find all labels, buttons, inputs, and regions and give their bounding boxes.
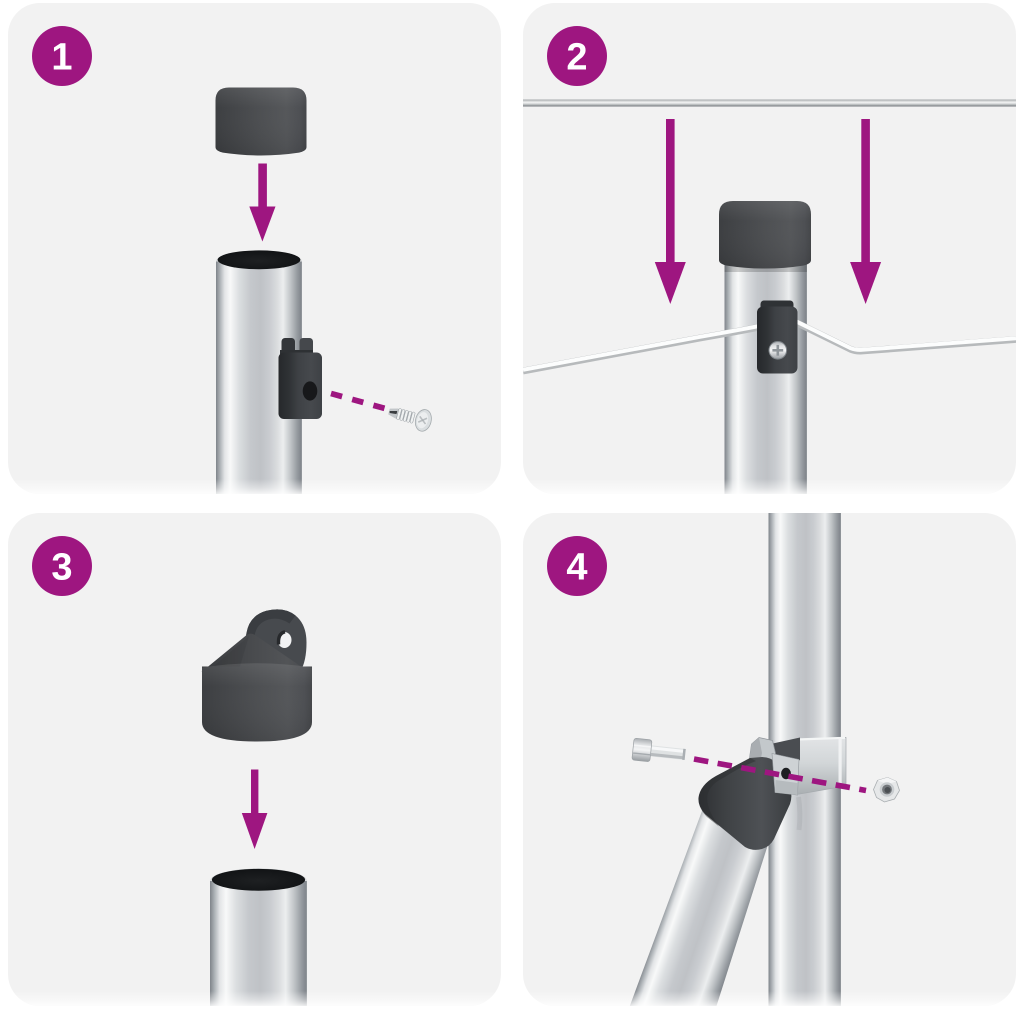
- svg-text:1: 1: [51, 37, 72, 79]
- svg-text:3: 3: [51, 547, 72, 589]
- svg-text:4: 4: [566, 547, 587, 589]
- svg-text:2: 2: [566, 37, 587, 79]
